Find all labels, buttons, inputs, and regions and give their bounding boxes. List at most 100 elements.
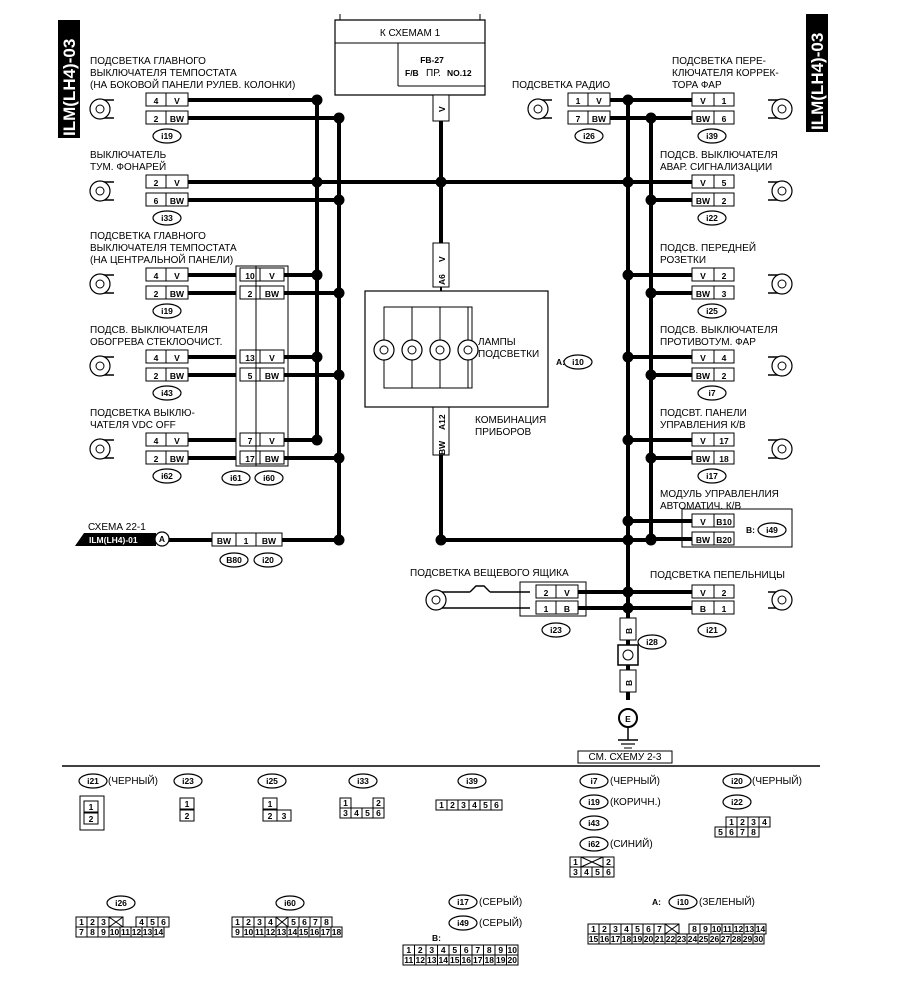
pin-label: 18 [332, 927, 342, 937]
lamp-icon [771, 589, 793, 611]
connector-ref [697, 128, 727, 144]
pin-cell [587, 92, 611, 107]
svg-text:ПОДСВЕТКИ: ПОДСВЕТКИ [478, 349, 539, 360]
pin-label: 1 [343, 798, 348, 808]
junction-dot [435, 176, 447, 188]
pin-cell [165, 450, 189, 465]
connector-ref-label: i39 [706, 131, 718, 141]
pin-label: 22 [666, 934, 676, 944]
pin-label: V [700, 588, 706, 598]
pin-label: BW [696, 196, 711, 206]
pin-label: BW [696, 114, 711, 124]
junction-dot [622, 515, 634, 527]
pin-label: V [700, 436, 706, 446]
connector-ref [221, 470, 251, 486]
connector-ref [348, 773, 378, 789]
pin-cell [602, 866, 615, 878]
pin-label: 20 [644, 934, 654, 944]
pin-cell [165, 267, 189, 282]
pin-label: 6 [302, 917, 307, 927]
pin-label: 2 [154, 114, 159, 124]
connector-ref-label: i62 [161, 471, 173, 481]
connector-ref-label: i19 [588, 797, 600, 807]
pin-label: 2 [154, 289, 159, 299]
connector-ref-label: i43 [588, 818, 600, 828]
pin-label: 2 [722, 196, 727, 206]
connector-ref-label: i39 [466, 776, 478, 786]
pin-label: 11 [255, 927, 264, 937]
pin-label: 1 [268, 799, 273, 809]
pin-label: 1 [729, 817, 734, 827]
pin-label: 2 [90, 917, 95, 927]
pin-label: 8 [487, 945, 492, 955]
pin-label: 2 [740, 817, 745, 827]
svg-text:ПРИБОРОВ: ПРИБОРОВ [475, 427, 532, 438]
connector-color: (СИНИЙ) [610, 837, 653, 850]
conn-prefix: B: [432, 933, 441, 943]
pin-label: 2 [602, 924, 607, 934]
pin-label: 30 [754, 934, 764, 944]
pin-label: 5 [248, 371, 253, 381]
pin-cell [713, 174, 735, 189]
connector-ref-label: B80 [226, 555, 242, 565]
svg-text:F/B: F/B [405, 68, 419, 78]
pin-cell [713, 531, 735, 546]
connector-color: (ЧЕРНЫЙ) [752, 774, 802, 787]
pin-label: 2 [185, 811, 190, 821]
connector-ref [152, 210, 182, 226]
pin-label: V [564, 588, 570, 598]
lamp-icon [429, 339, 451, 361]
pin-cell [179, 797, 195, 810]
blank-cell [108, 916, 124, 928]
svg-text:ILM(LH4)-03: ILM(LH4)-03 [808, 33, 827, 130]
lamp-icon [89, 98, 111, 120]
pin-cell [165, 285, 189, 300]
component-label: ТОРА ФАР [672, 80, 722, 91]
pin-label: 4 [154, 96, 159, 106]
lamp-filament [777, 104, 787, 114]
pin-cell [713, 367, 735, 382]
pin-label: BW [696, 289, 711, 299]
pin-label: 4 [354, 808, 359, 818]
pin-label: BW [696, 454, 711, 464]
pin-label: BW [696, 535, 711, 545]
pin-label: 3 [282, 811, 287, 821]
pin-label: V [596, 96, 602, 106]
pin-label: 6 [606, 867, 611, 877]
pin-label: 18 [719, 454, 729, 464]
junction-dot [311, 94, 323, 106]
pin-cell [165, 349, 189, 364]
connector-ref-label: i22 [706, 213, 718, 223]
pin-label: V [174, 271, 180, 281]
pin-cell [432, 94, 450, 122]
pin-label: 7 [313, 917, 318, 927]
pin-label: BW [262, 536, 277, 546]
connector-ref-label: i23 [550, 625, 562, 635]
pin-cell [165, 192, 189, 207]
pin-label: 2 [246, 917, 251, 927]
pin-label: 5 [291, 917, 296, 927]
pin-cell [330, 926, 343, 938]
connector-ref [448, 894, 478, 910]
pin-label: 26 [710, 934, 720, 944]
connector-ref [257, 773, 287, 789]
connector-color: (СЕРЫЙ) [479, 916, 522, 929]
svg-text:ЛАМПЫ: ЛАМПЫ [478, 337, 516, 348]
junction-dot [622, 534, 634, 546]
pin-cell [713, 192, 735, 207]
pin-cell [179, 809, 195, 822]
pin-label: 10 [244, 927, 254, 937]
pin-label: 12 [266, 927, 276, 937]
ground: E СМ. СХЕМУ 2-3 [577, 708, 673, 764]
pin-cell [165, 367, 189, 382]
pin-label: B20 [716, 535, 732, 545]
pin-label: 7 [576, 114, 581, 124]
pin-label: 15 [299, 927, 309, 937]
pin-cell [262, 797, 278, 810]
pin-label: 2 [722, 588, 727, 598]
svg-text:СМ. СХЕМУ 2-3: СМ. СХЕМУ 2-3 [589, 752, 662, 763]
lamp-filament [777, 186, 787, 196]
pin-label: 16 [462, 955, 472, 965]
pin-label: 3 [257, 917, 262, 927]
pin-label: 5 [150, 917, 155, 927]
